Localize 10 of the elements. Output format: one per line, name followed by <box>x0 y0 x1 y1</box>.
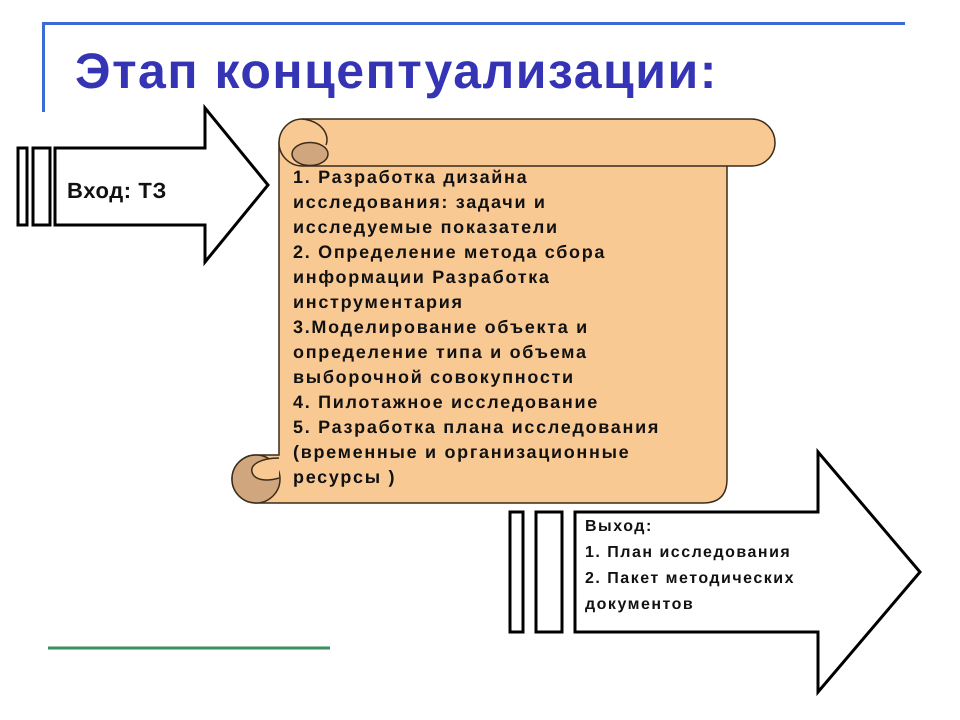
task-item: 2. Определение метода сбора информации Разработка инструментария <box>293 241 608 314</box>
task-item: 4. Пилотажное исследование <box>293 391 599 414</box>
task-item: 5. Разработка плана исследования (временные и организационные ресурсы ) <box>293 416 662 489</box>
slide-title: Этап концептуализации: <box>75 42 718 100</box>
output-heading: Выход: <box>585 517 653 537</box>
arrow-label: Вход: ТЗ <box>67 178 167 204</box>
task-item: 3.Моделирование объекта и определение типа и объема выборочной совокупности <box>293 316 590 389</box>
output-item: 1. План исследования <box>585 543 792 563</box>
output-item: 2. Пакет методических документов <box>585 569 796 615</box>
task-item: 1. Разработка дизайна исследования: задачи и исследуемые показатели <box>293 166 560 239</box>
